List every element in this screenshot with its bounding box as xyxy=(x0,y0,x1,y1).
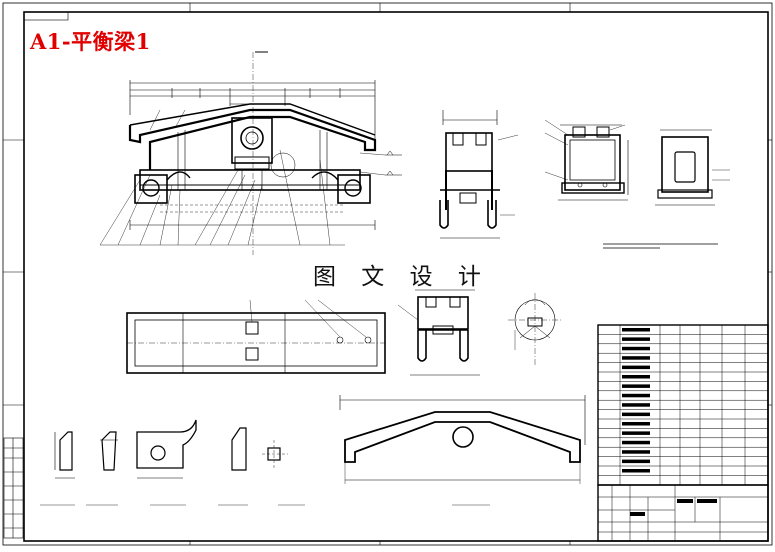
section-c-view xyxy=(397,289,480,376)
side-section-view xyxy=(439,110,519,239)
bom-name-cell xyxy=(622,422,650,426)
left-stamp-column xyxy=(3,437,24,539)
bom-name-blocks xyxy=(622,328,650,473)
title-block xyxy=(597,484,769,542)
watermark-text: 图 文 设 计 xyxy=(313,264,490,290)
detail-parts xyxy=(40,419,305,506)
side-box-view xyxy=(655,129,730,206)
bom-name-cell xyxy=(622,328,650,332)
bom-name-cell xyxy=(622,412,650,417)
inner-border xyxy=(23,11,769,542)
web-plate-part xyxy=(339,395,586,506)
bom-name-cell xyxy=(622,356,650,360)
main-elevation-view xyxy=(99,51,402,255)
bom-rows xyxy=(598,334,768,476)
part-rib-3 xyxy=(218,427,248,506)
bom-name-cell xyxy=(622,384,650,388)
part-rib-1 xyxy=(40,431,75,506)
bom-name-cell xyxy=(622,459,650,464)
section-b-view xyxy=(544,119,629,201)
bill-of-materials-table xyxy=(597,324,769,486)
bom-name-cell xyxy=(622,450,650,454)
bom-name-cell xyxy=(622,393,650,398)
bom-name-cell xyxy=(622,431,650,435)
bom-name-cell xyxy=(622,375,650,379)
part-small-plate xyxy=(262,440,305,506)
plan-view xyxy=(126,299,386,374)
bom-name-cell xyxy=(622,337,650,341)
bom-name-cell xyxy=(622,365,650,370)
part-end-plate xyxy=(136,419,197,506)
drawing-title: A1-平衡梁1 xyxy=(30,29,151,54)
bom-name-cell xyxy=(622,469,650,473)
tech-requirement-line xyxy=(603,243,718,249)
detail-circle-view xyxy=(508,293,562,365)
bom-name-cell xyxy=(622,346,650,351)
part-rib-2 xyxy=(86,431,118,506)
bom-name-cell xyxy=(622,440,650,445)
bom-name-cell xyxy=(622,403,650,407)
drawing-code-box xyxy=(23,11,69,21)
